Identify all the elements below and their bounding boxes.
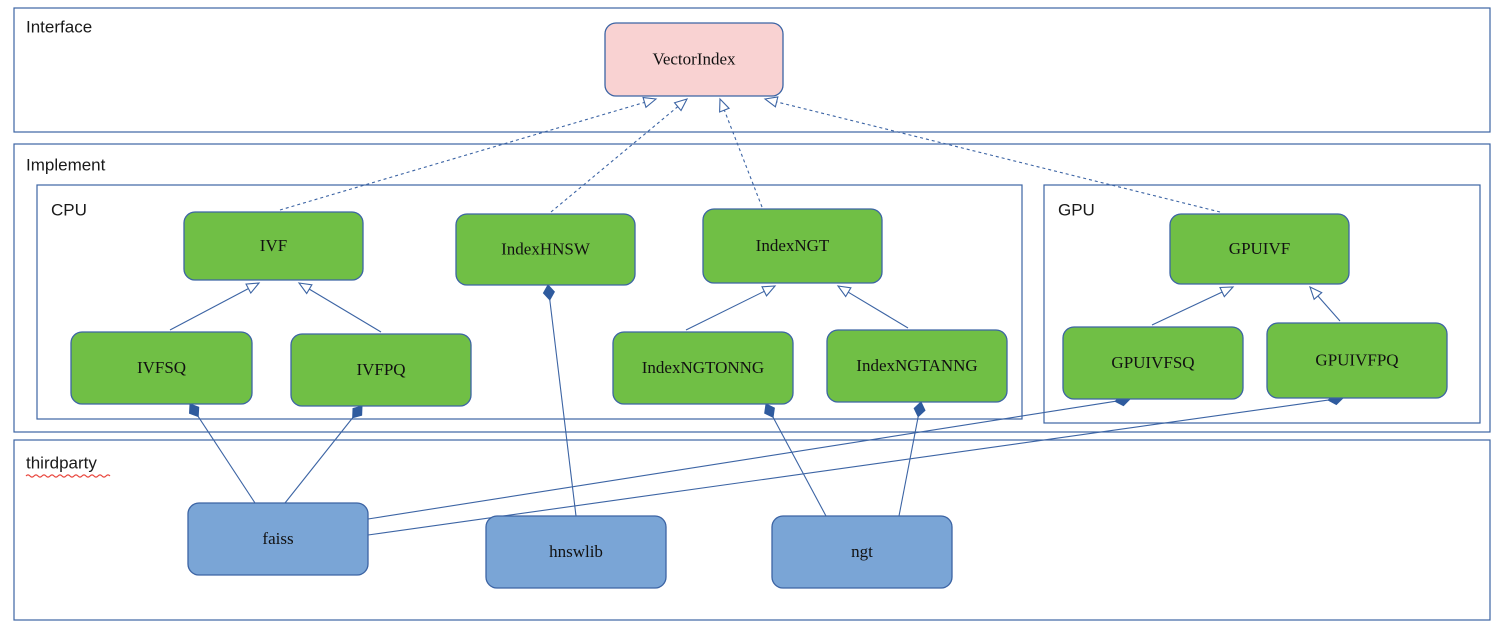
class-node-label-gpuivfpq: GPUIVFPQ [1315,350,1398,369]
edge-line-indexhnsw-realizes-vectorindex [550,105,679,213]
class-node-gpuivf[interactable]: GPUIVF [1169,213,1350,285]
class-node-box-ngt[interactable] [771,515,953,589]
edge-line-gpuivf-realizes-vectorindex [775,101,1221,213]
edge-line-faiss-composes-gpuivfpq [367,399,1329,536]
class-node-label-faiss: faiss [262,529,293,548]
class-node-label-gpuivf: GPUIVF [1229,239,1290,258]
class-node-box-faiss[interactable] [187,502,369,576]
edge-ivfpq-extends-ivf [297,282,382,333]
class-node-box-hnswlib[interactable] [485,515,667,589]
class-node-ivfpq[interactable]: IVFPQ [290,333,472,407]
edge-line-faiss-composes-ivfpq [284,417,354,504]
edge-line-gpuivfsq-extends-gpuivf [1151,291,1224,326]
group-label-implement: Implement [26,155,106,174]
edge-ivf-realizes-vectorindex [279,96,658,211]
edge-indexngtanng-extends-indexngt [836,285,909,329]
spellcheck-underline-thirdparty [25,474,111,478]
edge-ngt-composes-indexngtonng [764,403,827,517]
edge-faiss-composes-ivfsq [189,403,256,504]
class-node-box-indexngtanng[interactable] [826,329,1008,403]
group-label-interface: Interface [26,17,92,36]
class-node-box-ivf[interactable] [183,211,364,281]
arrowhead-hollow-indexngtanng-extends-indexngt [836,285,852,298]
class-node-label-gpuivfsq: GPUIVFSQ [1111,353,1194,372]
class-node-gpuivfpq[interactable]: GPUIVFPQ [1266,322,1448,399]
class-node-gpuivfsq[interactable]: GPUIVFSQ [1062,326,1244,400]
class-node-box-indexhnsw[interactable] [455,213,636,286]
edge-line-ivfpq-extends-ivf [308,288,382,333]
edge-indexngtonng-extends-indexngt [685,285,777,331]
class-node-box-indexngtonng[interactable] [612,331,794,405]
class-node-label-indexngtonng: IndexNGTONNG [642,358,764,377]
edge-line-ivfsq-extends-ivf [169,287,250,331]
diamond-faiss-composes-ivfpq [352,405,363,419]
class-node-label-hnswlib: hnswlib [549,542,603,561]
class-node-box-ivfsq[interactable] [70,331,253,405]
edge-line-hnswlib-composes-indexhnsw [549,299,577,517]
group-label-gpu: GPU [1058,200,1095,219]
class-node-hnswlib[interactable]: hnswlib [485,515,667,589]
edge-ivfsq-extends-ivf [169,282,261,331]
edge-line-indexngtonng-extends-indexngt [685,290,766,331]
class-node-label-indexhnsw: IndexHNSW [501,239,591,258]
edge-hnswlib-composes-indexhnsw [542,284,577,517]
edge-indexngt-realizes-vectorindex [719,97,763,208]
class-node-indexngtanng[interactable]: IndexNGTANNG [826,329,1008,403]
arrowhead-hollow-indexngt-realizes-vectorindex [719,97,731,113]
class-node-box-gpuivfsq[interactable] [1062,326,1244,400]
class-node-faiss[interactable]: faiss [187,502,369,576]
class-node-box-ivfpq[interactable] [290,333,472,407]
class-node-label-ivfsq: IVFSQ [137,358,186,377]
class-node-label-ivfpq: IVFPQ [356,360,405,379]
class-node-indexngtonng[interactable]: IndexNGTONNG [612,331,794,405]
edge-indexhnsw-realizes-vectorindex [550,98,689,213]
edge-line-ngt-composes-indexngtanng [898,416,919,517]
edge-ngt-composes-indexngtanng [898,401,926,517]
edge-line-faiss-composes-gpuivfsq [367,400,1116,520]
arrowhead-hollow-indexhnsw-realizes-vectorindex [673,98,689,112]
group-label-thirdparty: thirdparty [26,453,97,472]
class-node-label-indexngt: IndexNGT [756,236,830,255]
edge-line-faiss-composes-ivfsq [197,416,256,504]
class-node-indexhnsw[interactable]: IndexHNSW [455,213,636,286]
edge-gpuivfsq-extends-gpuivf [1151,286,1235,326]
class-node-box-gpuivfpq[interactable] [1266,322,1448,399]
class-node-indexngt[interactable]: IndexNGT [702,208,883,284]
class-node-box-vectorindex[interactable] [604,22,784,97]
relationships-layer [169,96,1344,536]
edge-line-gpuivfpq-extends-gpuivf [1316,294,1341,322]
arrowhead-hollow-ivf-realizes-vectorindex [642,96,658,109]
arrowhead-hollow-gpuivf-realizes-vectorindex [763,96,779,108]
class-node-vectorindex[interactable]: VectorIndex [604,22,784,97]
diamond-ngt-composes-indexngtonng [764,403,775,418]
edge-line-ngt-composes-indexngtonng [772,416,827,517]
class-node-ngt[interactable]: ngt [771,515,953,589]
class-node-ivf[interactable]: IVF [183,211,364,281]
edge-gpuivfpq-extends-gpuivf [1309,285,1341,322]
class-node-ivfsq[interactable]: IVFSQ [70,331,253,405]
arrowhead-hollow-ivfsq-extends-ivf [245,282,261,295]
arrowhead-hollow-gpuivfpq-extends-gpuivf [1309,285,1323,301]
arrowhead-hollow-indexngtonng-extends-indexngt [761,285,777,297]
edge-gpuivf-realizes-vectorindex [763,96,1221,213]
group-label-cpu: CPU [51,200,87,219]
class-node-label-ivf: IVF [260,236,287,255]
diamond-hnswlib-composes-indexhnsw [542,284,555,301]
diamond-faiss-composes-ivfsq [189,403,200,418]
class-node-label-vectorindex: VectorIndex [652,49,736,68]
arrowhead-hollow-ivfpq-extends-ivf [297,282,313,295]
class-node-box-gpuivf[interactable] [1169,213,1350,285]
class-node-label-indexngtanng: IndexNGTANNG [856,356,977,375]
class-node-label-ngt: ngt [851,542,873,561]
diamond-ngt-composes-indexngtanng [913,401,926,418]
edge-faiss-composes-ivfpq [284,405,363,504]
class-node-box-indexngt[interactable] [702,208,883,284]
edge-line-indexngtanng-extends-indexngt [847,291,909,329]
arrowhead-hollow-gpuivfsq-extends-gpuivf [1219,286,1235,298]
